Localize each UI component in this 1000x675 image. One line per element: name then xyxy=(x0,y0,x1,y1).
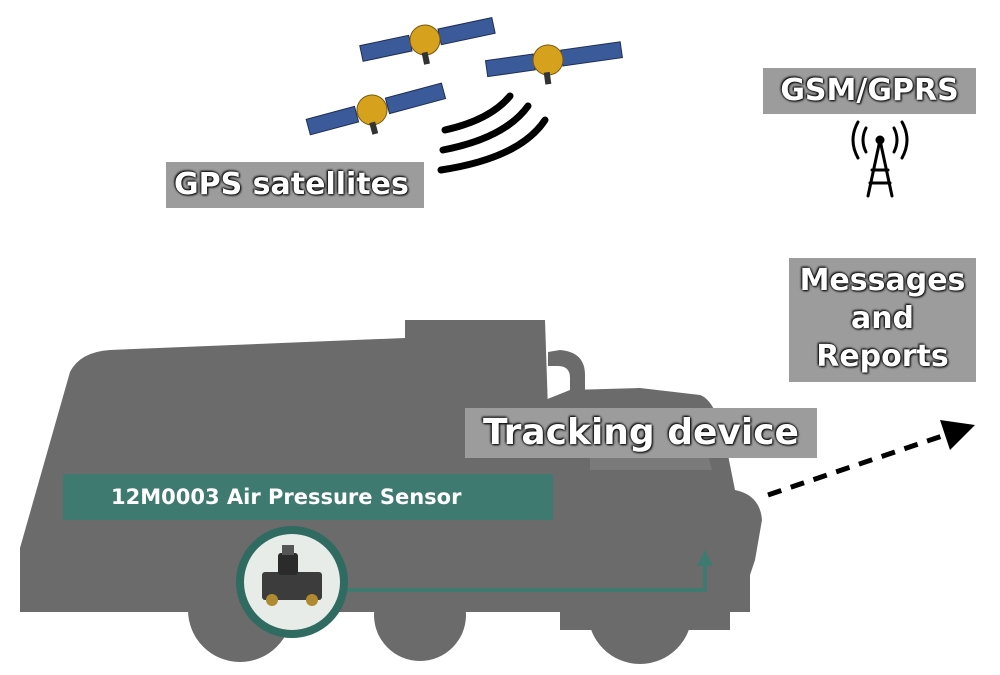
messages-reports-label: Messages and Reports xyxy=(789,258,976,382)
dashed-arrow-icon xyxy=(767,420,975,498)
radio-tower-icon xyxy=(851,120,909,198)
air-pressure-sensor-label: 12M0003 Air Pressure Sensor xyxy=(63,474,553,520)
satellite-icon xyxy=(305,82,447,136)
tracking-device-label: Tracking device xyxy=(465,408,817,458)
satellite-icon xyxy=(359,17,496,65)
garbage-truck-silhouette xyxy=(20,320,762,664)
sensor-connection-line xyxy=(340,560,707,592)
satellite-icon xyxy=(484,41,623,85)
gsm-gprs-label: GSM/GPRS xyxy=(763,68,976,114)
gps-satellites-label: GPS satellites xyxy=(166,162,424,208)
connection-arrowhead xyxy=(697,550,713,566)
air-pressure-sensor-icon xyxy=(236,526,348,638)
signal-waves-icon xyxy=(437,92,549,174)
